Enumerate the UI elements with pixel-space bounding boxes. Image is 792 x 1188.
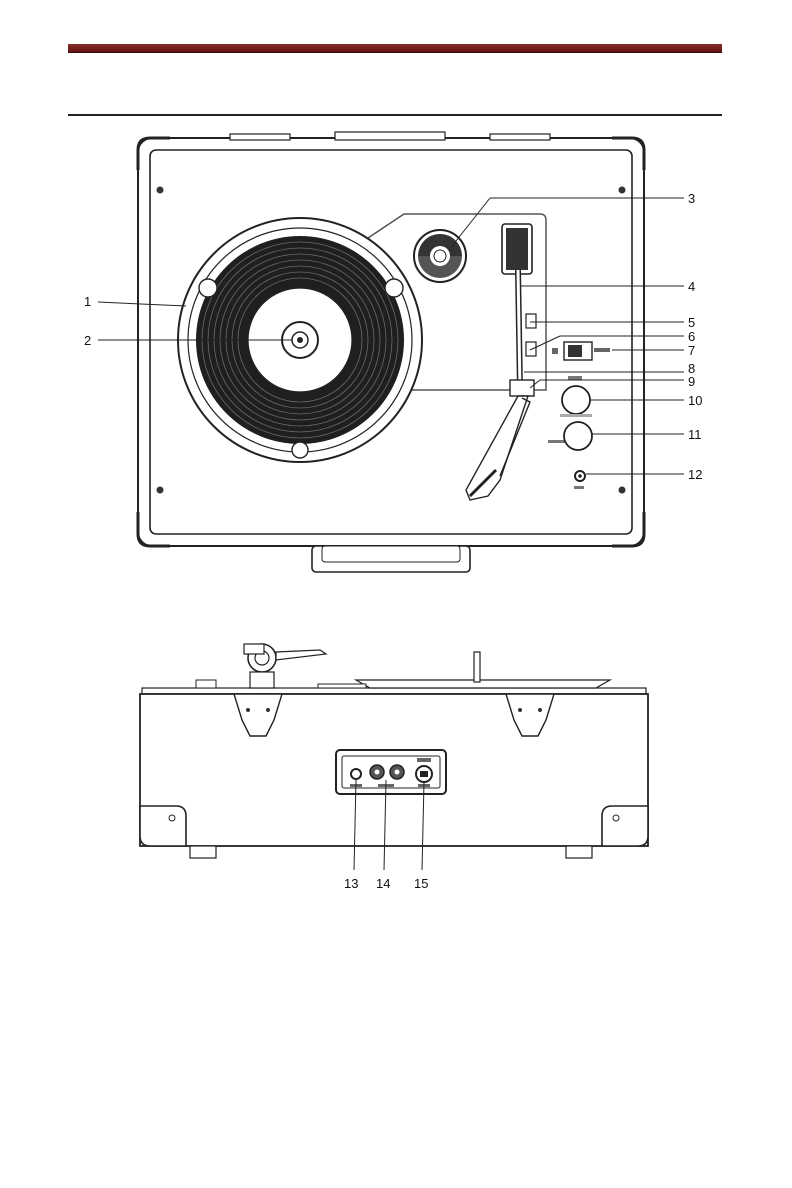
callout-7: 7 — [688, 343, 695, 358]
rear-view — [140, 644, 648, 858]
tonearm-rest — [526, 314, 536, 328]
callout-13: 13 — [344, 876, 358, 891]
callout-15: 15 — [414, 876, 428, 891]
mode-knob — [562, 386, 590, 414]
callout-1: 1 — [84, 294, 91, 309]
callout-3: 3 — [688, 191, 695, 206]
callout-9: 9 — [688, 374, 695, 389]
volume-knob — [564, 422, 592, 450]
callout-12: 12 — [688, 467, 702, 482]
callout-6: 6 — [688, 329, 695, 344]
callout-14: 14 — [376, 876, 390, 891]
callout-11: 11 — [688, 427, 702, 442]
callout-5: 5 — [688, 315, 695, 330]
callout-2: 2 — [84, 333, 91, 348]
dc-power-jack — [351, 769, 361, 779]
callout-10: 10 — [688, 393, 702, 408]
callout-4: 4 — [688, 279, 695, 294]
